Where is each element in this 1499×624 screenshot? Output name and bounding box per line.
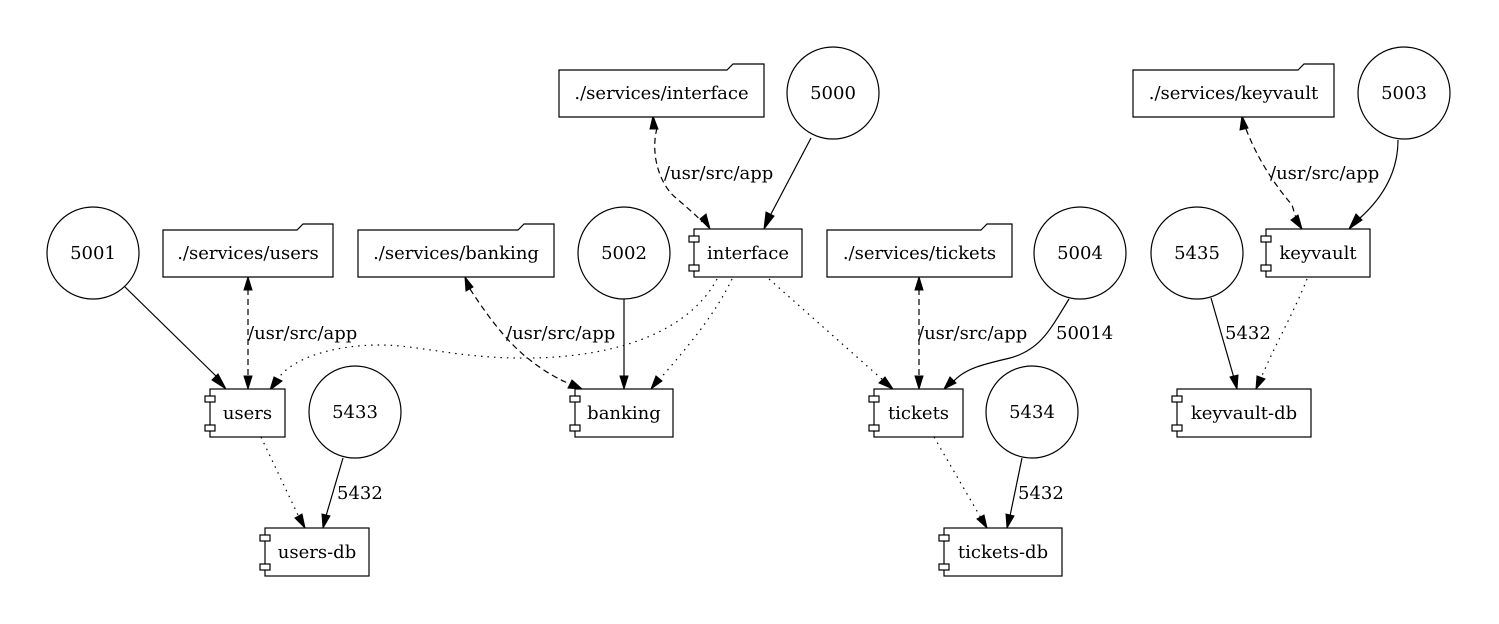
edge-5003-keyvault — [1347, 139, 1399, 231]
folder-label-banking: ./services/banking — [373, 243, 539, 264]
port-label-5435: 5435 — [1174, 243, 1220, 264]
folder-node-keyvault: ./services/keyvault — [1132, 63, 1335, 118]
folder-node-tickets: ./services/tickets — [826, 223, 1013, 278]
edge-5002-banking — [619, 299, 629, 391]
component-label-interface: interface — [707, 243, 789, 264]
component-tab-icon — [938, 563, 950, 571]
edge-tickets-ticketsdb — [933, 436, 988, 530]
port-node-5435: 5435 — [1150, 206, 1244, 300]
port-node-5001: 5001 — [46, 206, 140, 300]
component-tab-icon — [938, 534, 950, 542]
edge-label-keyvault-volume: /usr/src/app — [1270, 163, 1379, 184]
component-tab-icon — [868, 395, 880, 403]
port-label-5002: 5002 — [601, 243, 647, 264]
port-label-5003: 5003 — [1381, 83, 1427, 104]
component-label-users-db: users-db — [278, 542, 356, 563]
edge-label-5434-ticketsdb: 5432 — [1018, 483, 1064, 504]
component-node-keyvault: keyvault — [1260, 228, 1371, 278]
port-label-5433: 5433 — [332, 402, 378, 423]
edge-5004-tickets: 50014 — [942, 298, 1113, 391]
component-node-interface: interface — [688, 228, 803, 278]
folder-label-users: ./services/users — [177, 243, 319, 264]
component-tab-icon — [1171, 424, 1183, 432]
edge-keyvault-keyvaultdb — [1255, 278, 1308, 391]
folder-node-interface: ./services/interface — [558, 63, 765, 118]
edge-label-5004-tickets: 50014 — [1056, 323, 1113, 344]
edge-5001-users — [124, 286, 228, 391]
component-tab-icon — [1260, 264, 1272, 272]
port-node-5002: 5002 — [577, 206, 671, 300]
component-label-keyvault: keyvault — [1279, 243, 1357, 264]
component-node-tickets-db: tickets-db — [938, 527, 1063, 577]
edge-interface-banking — [649, 278, 733, 391]
port-label-5000: 5000 — [810, 83, 856, 104]
edge-users-volume: /usr/src/app — [243, 275, 357, 391]
component-tab-icon — [688, 235, 700, 243]
edge-5435-keyvaultdb: 5432 — [1210, 297, 1271, 391]
folder-label-interface: ./services/interface — [574, 83, 748, 104]
edge-label-5435-keyvaultdb: 5432 — [1225, 323, 1271, 344]
component-label-keyvault-db: keyvault-db — [1191, 403, 1297, 424]
component-label-tickets: tickets — [888, 403, 949, 424]
edge-keyvault-volume: /usr/src/app — [1239, 114, 1379, 231]
component-tab-icon — [1260, 235, 1272, 243]
port-node-5003: 5003 — [1357, 46, 1451, 140]
edge-users-usersdb — [260, 436, 306, 530]
edge-interface-users — [269, 278, 718, 392]
component-label-tickets-db: tickets-db — [958, 542, 1048, 563]
edge-label-users-volume: /usr/src/app — [248, 323, 357, 344]
port-label-5434: 5434 — [1009, 402, 1055, 423]
port-node-5433: 5433 — [308, 365, 402, 459]
component-node-users-db: users-db — [259, 527, 370, 577]
edge-label-tickets-volume: /usr/src/app — [918, 323, 1027, 344]
folder-node-users: ./services/users — [162, 223, 334, 278]
edge-label-banking-volume: /usr/src/app — [506, 323, 615, 344]
component-tab-icon — [204, 395, 216, 403]
component-label-users: users — [223, 403, 272, 424]
folder-label-tickets: ./services/tickets — [843, 243, 996, 264]
port-node-5000: 5000 — [786, 46, 880, 140]
folder-node-banking: ./services/banking — [357, 223, 555, 278]
folder-label-keyvault: ./services/keyvault — [1149, 83, 1319, 104]
component-node-tickets: tickets — [868, 388, 964, 438]
component-node-keyvault-db: keyvault-db — [1171, 388, 1312, 438]
edge-label-5433-usersdb: 5432 — [337, 483, 383, 504]
edge-banking-volume: /usr/src/app — [464, 275, 615, 390]
port-node-5004: 5004 — [1033, 206, 1127, 300]
component-tab-icon — [569, 395, 581, 403]
edge-interface-tickets — [768, 278, 895, 391]
edge-5434-ticketsdb: 5432 — [1005, 457, 1064, 530]
port-node-5434: 5434 — [985, 365, 1079, 459]
edge-5000-interface — [763, 137, 812, 231]
component-label-banking: banking — [587, 403, 661, 424]
component-node-banking: banking — [569, 388, 674, 438]
component-tab-icon — [1171, 395, 1183, 403]
edge-interface-volume: /usr/src/app — [649, 114, 773, 231]
edge-tickets-volume: /usr/src/app — [914, 275, 1027, 391]
component-tab-icon — [868, 424, 880, 432]
component-tab-icon — [688, 264, 700, 272]
edge-label-interface-volume: /usr/src/app — [664, 163, 773, 184]
edge-5433-usersdb: 5432 — [321, 457, 383, 530]
component-tab-icon — [259, 563, 271, 571]
port-label-5004: 5004 — [1057, 243, 1103, 264]
component-tab-icon — [259, 534, 271, 542]
component-tab-icon — [569, 424, 581, 432]
port-label-5001: 5001 — [70, 243, 116, 264]
component-node-users: users — [204, 388, 286, 438]
component-tab-icon — [204, 424, 216, 432]
